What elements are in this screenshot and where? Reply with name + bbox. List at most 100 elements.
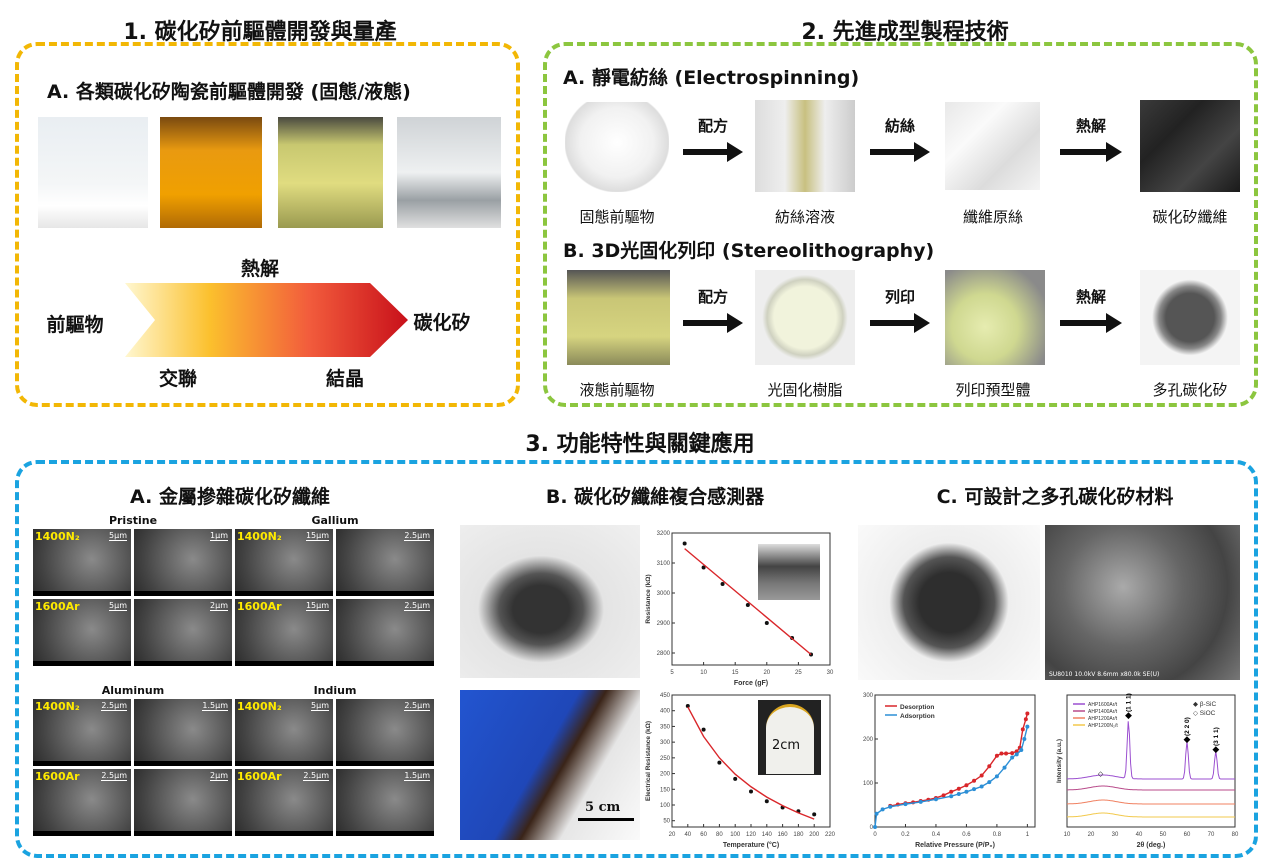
- photo-gyroid-sic-part: [858, 525, 1040, 680]
- legend-label: AHP1600Ar/t: [1088, 702, 1118, 708]
- x-tick-label: 50: [1160, 832, 1167, 838]
- data-point: [979, 773, 984, 778]
- data-point: [685, 704, 690, 708]
- sem-condition-tag: 1400N₂: [35, 530, 80, 543]
- process-gradient-arrow: [125, 283, 408, 357]
- sem-image: 1.5μm: [335, 768, 435, 837]
- arrow-pyrolysis: 熱解: [1060, 288, 1122, 338]
- sem-scale-label: 2.5μm: [404, 531, 430, 541]
- photo-clear-liquid: [397, 117, 501, 228]
- marker-legend: ◇ SiOC: [1193, 710, 1216, 717]
- beta-sic-marker: ◆: [1125, 710, 1132, 720]
- inset-curved-sensor-photo: 2cm: [758, 700, 821, 775]
- x-tick-label: 20: [669, 832, 676, 838]
- legend-label: AHP1200Ar/t: [1088, 716, 1118, 722]
- photo-solid-precursor-powder: [565, 102, 669, 192]
- sem-scale-label: 2.5μm: [101, 771, 127, 781]
- y-tick-label: 0: [870, 825, 874, 831]
- sem-condition-tag: 1600Ar: [35, 600, 80, 613]
- data-point: [987, 764, 992, 769]
- data-point: [1019, 748, 1024, 752]
- data-point: [764, 621, 769, 625]
- x-tick-label: 1: [1026, 832, 1030, 838]
- sem-group-label: Aluminum: [101, 684, 165, 697]
- sem-scale-label: 2.5μm: [404, 601, 430, 611]
- sem-image: 2μm: [133, 598, 233, 667]
- x-tick-label: 40: [1136, 832, 1143, 838]
- beta-sic-marker: ◆: [1184, 734, 1191, 744]
- y-axis-label: Electrical Resistance (kΩ): [645, 721, 652, 801]
- x-tick-label: 15: [732, 670, 739, 676]
- sem-group-label: Indium: [313, 684, 357, 697]
- data-point: [972, 778, 977, 783]
- y-tick-label: 3200: [657, 531, 671, 537]
- x-tick-label: 160: [778, 832, 789, 838]
- legend-label: Adsorption: [900, 713, 935, 720]
- photo-porous-sic: [1140, 270, 1240, 365]
- sem-image: 1600Ar 5μm: [32, 598, 132, 667]
- x-axis-label: Temperature (°C): [723, 841, 779, 849]
- peak-label: (3 1 1): [1213, 727, 1220, 746]
- photo-orange-liquid: [160, 117, 262, 228]
- x-tick-label: 100: [730, 832, 741, 838]
- x-tick-label: 20: [763, 670, 770, 676]
- sem-condition-tag: 1400N₂: [237, 700, 282, 713]
- xrd-curve: [1067, 799, 1235, 805]
- sem-condition-tag: 1400N₂: [35, 700, 80, 713]
- x-tick-label: 120: [746, 832, 757, 838]
- data-point: [888, 804, 893, 809]
- sem-scale-label: 5μm: [311, 701, 329, 711]
- photo-flexible-sic-fiber-film: [460, 525, 640, 678]
- x-tick-label: 0.8: [993, 832, 1002, 838]
- x-axis-label: Force (gF): [734, 680, 768, 687]
- caption: 光固化樹脂: [767, 381, 843, 399]
- sem-scale-label: 15μm: [305, 601, 329, 611]
- data-point: [873, 825, 877, 829]
- x-tick-label: 30: [1112, 832, 1119, 838]
- data-point: [1014, 749, 1019, 754]
- precursor-label: 前驅物: [46, 314, 104, 336]
- data-point: [717, 760, 722, 765]
- photo-photocurable-resin: [755, 270, 855, 365]
- photo-spinning-solution: [755, 100, 855, 192]
- sem-porous-sic: SU8010 10.0kV 8.6mm x80.0k SE(U): [1045, 525, 1240, 680]
- data-point: [956, 792, 961, 796]
- data-point: [949, 789, 954, 794]
- sensor-title: B. 碳化矽纖維複合感測器: [545, 486, 765, 508]
- sem-scale-label: 5μm: [109, 601, 127, 611]
- x-tick-label: 60: [1184, 832, 1191, 838]
- caption: 碳化矽纖維: [1152, 208, 1228, 226]
- arrow-printing: 列印: [870, 288, 930, 338]
- data-point: [972, 787, 977, 792]
- porous-sic-title: C. 可設計之多孔碳化矽材料: [936, 486, 1174, 508]
- sem-image: 1400N₂ 5μm: [234, 698, 334, 767]
- sem-scale-label: 1.5μm: [202, 701, 228, 711]
- x-axis-label: 2θ (deg.): [1137, 842, 1166, 849]
- data-point: [733, 776, 738, 781]
- sem-group-label: Gallium: [311, 514, 359, 527]
- y-tick-label: 2800: [657, 651, 671, 657]
- caption: 紡絲溶液: [774, 208, 836, 226]
- data-point: [745, 603, 750, 607]
- sem-image: 2.5μm: [335, 598, 435, 667]
- y-tick-label: 250: [660, 756, 671, 762]
- caption: 多孔碳化矽: [1152, 381, 1228, 399]
- beta-sic-marker: ◆: [1212, 744, 1219, 754]
- x-tick-label: 80: [1232, 832, 1239, 838]
- peak-label: (2 2 0): [1184, 717, 1191, 736]
- x-tick-label: 200: [809, 832, 820, 838]
- data-point: [1025, 711, 1030, 716]
- data-point: [812, 812, 817, 817]
- legend-label: AHP1400Ar/t: [1088, 709, 1118, 715]
- data-point: [918, 799, 923, 804]
- y-tick-label: 50: [663, 819, 670, 825]
- y-tick-label: 3100: [657, 561, 671, 567]
- sic-label: 碳化矽: [413, 312, 471, 334]
- data-point: [1014, 752, 1019, 757]
